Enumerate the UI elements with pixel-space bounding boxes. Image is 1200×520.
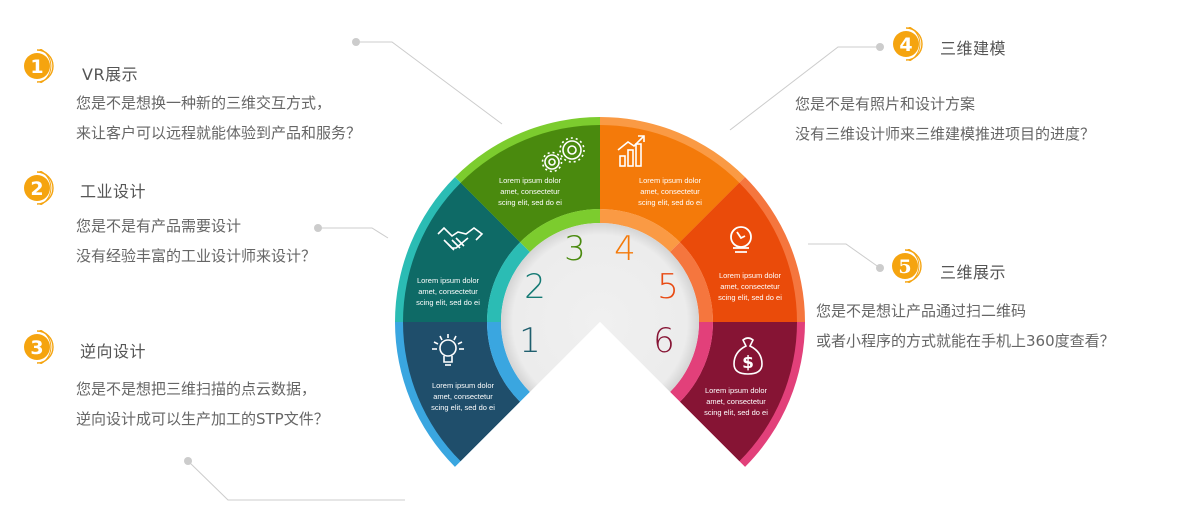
item-desc-line: 没有三维设计师来三维建模推进项目的进度？ (795, 125, 1096, 143)
connector-dot (352, 38, 360, 46)
segment-text: scing elit, sed do ei (638, 198, 702, 207)
segment-text: Lorem ipsum dolor (432, 381, 495, 390)
number-badge-icon: 1 (24, 49, 54, 83)
item-title: 三维展示 (940, 263, 1007, 282)
svg-text:5: 5 (898, 256, 911, 278)
number-badge-icon: 4 (893, 27, 923, 61)
svg-text:3: 3 (30, 337, 43, 359)
number-badge-icon: 3 (24, 330, 54, 364)
segment-text: scing elit, sed do ei (431, 403, 495, 412)
svg-text:1: 1 (30, 56, 43, 78)
item-title: 三维建模 (940, 39, 1007, 58)
lightbulb-icon (432, 334, 464, 366)
segment-text: Lorem ipsum dolor (705, 386, 768, 395)
item-desc-line: 逆向设计成可以生产加工的STP文件？ (76, 410, 329, 428)
gears-icon (541, 137, 585, 173)
segment-text: scing elit, sed do ei (498, 198, 562, 207)
segment-text: Lorem ipsum dolor (499, 176, 562, 185)
svg-text:4: 4 (899, 34, 912, 56)
item-desc-line: 您是不是有产品需要设计 (76, 217, 242, 235)
svg-text:$: $ (742, 353, 754, 373)
item-desc-line: 您是不是想把三维扫描的点云数据， (76, 380, 317, 398)
segment-number: 6 (653, 321, 675, 361)
connector-dot (876, 43, 884, 51)
segment-text: amet, consectetur (418, 287, 478, 296)
number-badge-icon: 2 (24, 171, 54, 205)
clock-icon (730, 226, 752, 253)
item-desc-line: 没有经验丰富的工业设计师来设计？ (76, 247, 317, 265)
item-desc-line: 或者小程序的方式就能在手机上360度查看？ (816, 332, 1115, 350)
item-title: 逆向设计 (80, 342, 147, 361)
item-desc-line: 来让客户可以远程就能体验到产品和服务？ (76, 124, 362, 142)
segment-number: 1 (519, 321, 541, 361)
segment-text: amet, consectetur (500, 187, 560, 196)
segment-number: 5 (657, 267, 679, 307)
segment-text: scing elit, sed do ei (416, 298, 480, 307)
segment-text: scing elit, sed do ei (704, 408, 768, 417)
segment-text: Lorem ipsum dolor (417, 276, 480, 285)
segment-text: amet, consectetur (720, 282, 780, 291)
item-desc-line: 您是不是有照片和设计方案 (795, 95, 976, 113)
segment-text: scing elit, sed do ei (718, 293, 782, 302)
segment-number: 3 (564, 229, 586, 269)
connector-lines (187, 41, 881, 501)
segment-text: amet, consectetur (640, 187, 700, 196)
connector-dot (314, 224, 322, 232)
handshake-icon (437, 226, 484, 251)
number-badge-icon: 5 (892, 249, 922, 283)
item-title: 工业设计 (80, 182, 147, 201)
growth-chart-icon (617, 135, 645, 167)
segment-text: Lorem ipsum dolor (719, 271, 782, 280)
money-bag-icon: $ (733, 337, 763, 375)
segment-number: 4 (614, 229, 636, 269)
segment-text: amet, consectetur (433, 392, 493, 401)
item-desc-line: 您是不是想换一种新的三维交互方式， (76, 94, 332, 112)
segment-number: 2 (524, 267, 546, 307)
item-title: VR展示 (82, 65, 139, 84)
item-desc-line: 您是不是想让产品通过扫二维码 (816, 302, 1027, 320)
connector-dot (876, 264, 884, 272)
segment-text: amet, consectetur (706, 397, 766, 406)
connector-dot (184, 457, 192, 465)
segment-text: Lorem ipsum dolor (639, 176, 702, 185)
svg-text:2: 2 (30, 178, 43, 200)
